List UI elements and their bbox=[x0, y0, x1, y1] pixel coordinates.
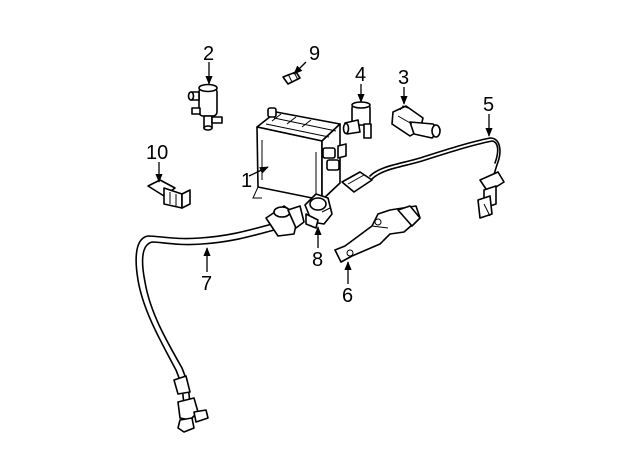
part-8-sensor[interactable] bbox=[304, 193, 333, 229]
callout-3: 3 bbox=[398, 67, 409, 89]
callout-4: 4 bbox=[355, 64, 366, 86]
part-4-valve[interactable] bbox=[342, 101, 372, 139]
part-10-connector[interactable] bbox=[147, 179, 191, 209]
leader-lines bbox=[155, 61, 493, 284]
part-3-sensor[interactable] bbox=[391, 105, 441, 139]
callout-7: 7 bbox=[201, 273, 212, 295]
leader-9 bbox=[293, 61, 307, 75]
callout-10: 10 bbox=[146, 142, 168, 164]
callout-9: 9 bbox=[309, 43, 320, 65]
callout-2: 2 bbox=[203, 43, 214, 65]
part-9-clip[interactable] bbox=[282, 71, 301, 85]
callout-8: 8 bbox=[312, 249, 323, 271]
callout-6: 6 bbox=[342, 285, 353, 307]
part-2-solenoid-valve[interactable] bbox=[187, 83, 223, 131]
part-7-hose-assembly[interactable] bbox=[135, 205, 305, 433]
callout-1: 1 bbox=[241, 170, 252, 192]
part-6-bracket[interactable] bbox=[334, 205, 421, 263]
callout-5: 5 bbox=[483, 94, 494, 116]
leader-1 bbox=[248, 166, 269, 177]
callout-labels: 1 2 3 4 5 6 7 8 9 10 bbox=[146, 43, 494, 307]
part-5-oxygen-sensor[interactable] bbox=[341, 137, 505, 219]
part-1-canister[interactable] bbox=[252, 107, 347, 201]
